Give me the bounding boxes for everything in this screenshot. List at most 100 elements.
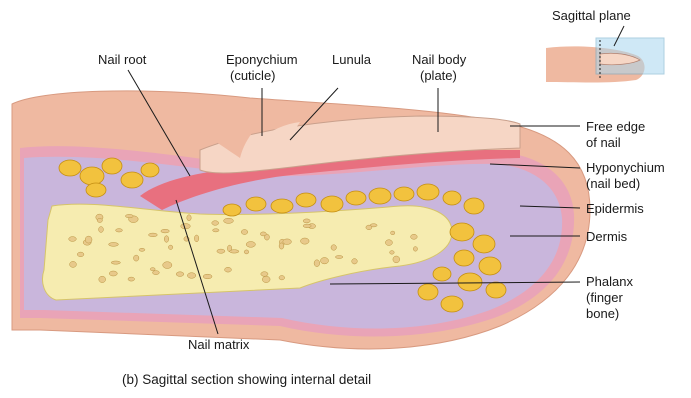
bone-trabecula: [279, 276, 285, 280]
label-hyponychium-line1: Hyponychium: [586, 160, 665, 175]
bone-trabecula: [301, 238, 310, 244]
bone-trabecula: [97, 218, 102, 222]
bone-trabecula: [194, 235, 198, 242]
bone-trabecula: [352, 259, 358, 264]
bone-trabecula: [303, 219, 310, 223]
fat-lobule: [296, 193, 316, 207]
bone-trabecula: [99, 227, 104, 233]
fat-lobule: [394, 187, 414, 201]
bone-trabecula: [331, 245, 336, 251]
fat-lobule: [102, 158, 122, 174]
label-lunula: Lunula: [332, 52, 372, 67]
bone-trabecula: [85, 236, 92, 243]
label-eponychium-line2: (cuticle): [230, 68, 276, 83]
bone-trabecula: [149, 233, 158, 237]
bone-trabecula: [109, 271, 117, 276]
bone-trabecula: [246, 242, 255, 248]
bone-trabecula: [212, 221, 219, 226]
label-nail-body-line1: Nail body: [412, 52, 467, 67]
bone-trabecula: [413, 247, 417, 252]
fat-lobule: [441, 296, 463, 312]
fat-lobule: [417, 184, 439, 200]
bone-trabecula: [99, 276, 106, 282]
bone-trabecula: [279, 243, 284, 249]
bone-trabecula: [314, 260, 320, 267]
bone-trabecula: [366, 225, 372, 230]
bone-trabecula: [262, 276, 270, 282]
bone-trabecula: [391, 231, 395, 235]
bone-trabecula: [230, 250, 239, 253]
fat-lobule: [464, 198, 484, 214]
fat-lobule: [458, 273, 482, 291]
label-nail-root: Nail root: [98, 52, 147, 67]
bone-trabecula: [109, 243, 119, 247]
fat-lobule: [454, 250, 474, 266]
bone-trabecula: [187, 215, 191, 221]
bone-trabecula: [411, 234, 418, 239]
fat-lobule: [369, 188, 391, 204]
fat-lobule: [321, 196, 343, 212]
label-nail-body-line2: (plate): [420, 68, 457, 83]
bone-trabecula: [390, 251, 395, 255]
bone-trabecula: [125, 214, 133, 217]
fat-lobule: [59, 160, 81, 176]
fat-lobule: [346, 191, 366, 205]
bone-trabecula: [77, 252, 84, 257]
bone-trabecula: [111, 261, 120, 264]
bone-trabecula: [203, 274, 212, 279]
bone-trabecula: [241, 230, 247, 235]
bone-trabecula: [128, 277, 135, 281]
label-phalanx-line1: Phalanx: [586, 274, 633, 289]
fat-lobule: [479, 257, 501, 275]
fat-lobule: [486, 282, 506, 298]
label-phalanx-line3: bone): [586, 306, 619, 321]
fat-lobule: [271, 199, 293, 213]
bone-trabecula: [224, 218, 234, 223]
bone-trabecula: [244, 250, 249, 254]
label-sagittal-plane: Sagittal plane: [552, 8, 631, 23]
bone-trabecula: [335, 256, 342, 259]
fat-lobule: [443, 191, 461, 205]
bone-trabecula: [283, 239, 292, 245]
sagittal-plane-inset: [546, 38, 664, 83]
label-eponychium-line1: Eponychium: [226, 52, 298, 67]
bone-trabecula: [161, 229, 169, 233]
label-phalanx-line2: (finger: [586, 290, 624, 305]
bone-trabecula: [153, 271, 160, 275]
fat-lobule: [450, 223, 474, 241]
bone-trabecula: [187, 273, 195, 279]
bone-trabecula: [213, 229, 219, 232]
fat-lobule: [223, 204, 241, 216]
label-epidermis: Epidermis: [586, 201, 644, 216]
bone-trabecula: [181, 224, 191, 229]
label-hyponychium-line2: (nail bed): [586, 176, 640, 191]
fat-lobule: [141, 163, 159, 177]
bone-trabecula: [321, 258, 329, 264]
bone-trabecula: [116, 229, 123, 232]
bone-trabecula: [163, 262, 172, 269]
fat-lobule: [86, 183, 106, 197]
label-free-edge-line2: of nail: [586, 135, 621, 150]
bone-trabecula: [393, 256, 400, 263]
bone-trabecula: [176, 272, 184, 277]
bone-trabecula: [164, 236, 168, 243]
bone-trabecula: [150, 268, 155, 271]
fat-lobule: [433, 267, 451, 281]
bone-trabecula: [260, 232, 266, 236]
bone-trabecula: [303, 224, 311, 228]
bone-trabecula: [225, 267, 232, 272]
figure-caption: (b) Sagittal section showing internal de…: [122, 372, 371, 387]
finger-illustration: [12, 91, 590, 349]
fat-lobule: [418, 284, 438, 300]
label-dermis: Dermis: [586, 229, 628, 244]
bone-trabecula: [69, 237, 77, 242]
fat-lobule: [246, 197, 266, 211]
bone-trabecula: [70, 261, 77, 267]
label-nail-matrix: Nail matrix: [188, 337, 250, 352]
label-free-edge-line1: Free edge: [586, 119, 645, 134]
bone-trabecula: [134, 255, 139, 261]
fat-lobule: [473, 235, 495, 253]
bone-trabecula: [261, 272, 268, 277]
bone-trabecula: [385, 240, 392, 246]
